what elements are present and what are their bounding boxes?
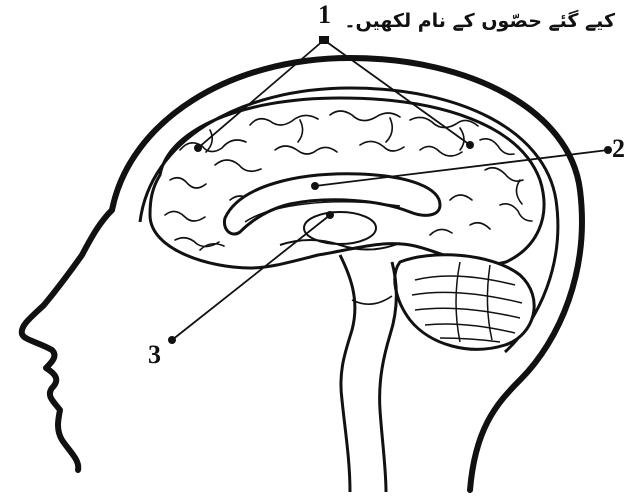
brainstem-back	[380, 262, 397, 492]
leader-line-1a	[198, 40, 324, 148]
label-1-point-a	[194, 144, 202, 152]
label-2-marker	[604, 146, 612, 154]
corpus-callosum	[224, 174, 440, 234]
label-1-marker	[319, 36, 329, 44]
callout-label-2: 2	[612, 136, 625, 162]
label-3-point	[326, 211, 334, 219]
label-3-marker	[168, 336, 176, 344]
brainstem	[340, 255, 355, 492]
label-1-point-b	[466, 141, 474, 149]
question-instruction: کیے گئے حصّوں کے نام لکھیں۔	[344, 10, 615, 32]
leader-line-2	[315, 150, 608, 186]
callout-label-3: 3	[148, 342, 161, 368]
leader-line-3	[172, 215, 330, 340]
head-profile-outline	[22, 210, 112, 470]
pons-line	[352, 296, 392, 304]
label-2-point	[311, 182, 319, 190]
callout-label-1: 1	[318, 2, 331, 28]
cerebellum	[395, 255, 534, 349]
leader-line-1b	[324, 40, 470, 145]
